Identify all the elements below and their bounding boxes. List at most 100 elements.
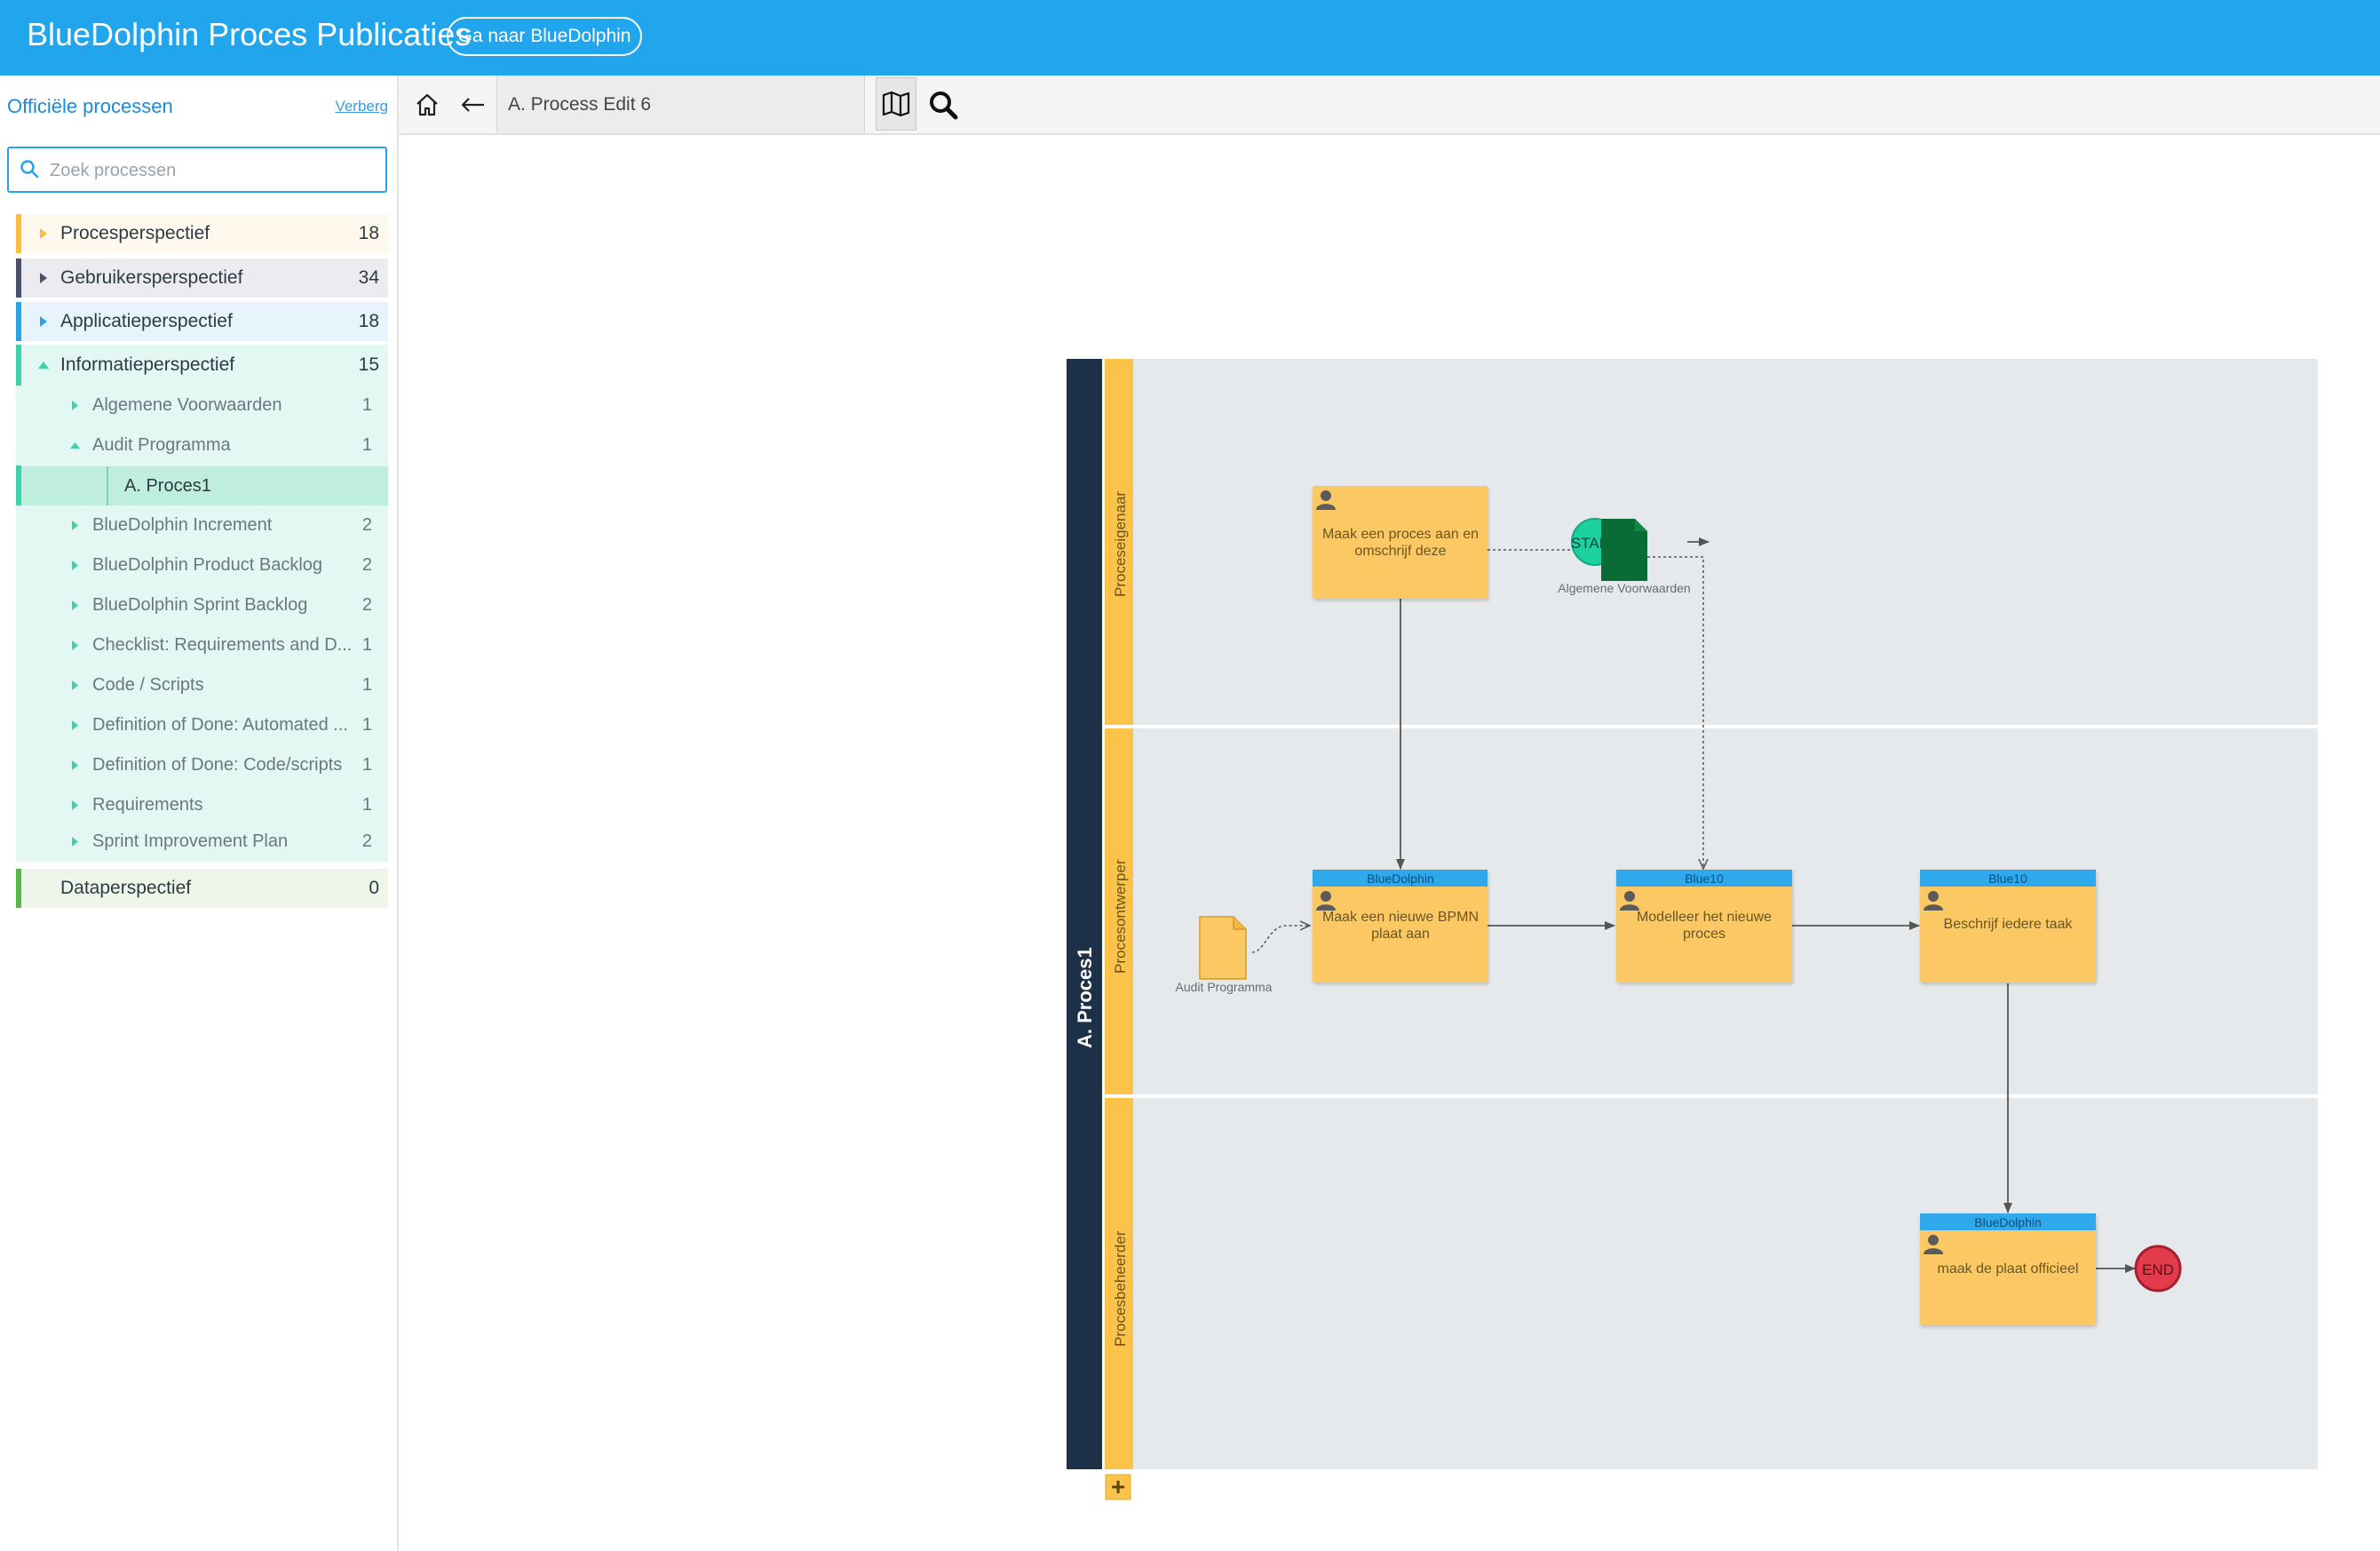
add-lane-button[interactable]: + xyxy=(1105,1473,1131,1500)
tree-item-selected-process[interactable]: A. Proces1 xyxy=(21,466,388,505)
caret-right-icon xyxy=(69,833,80,849)
tree-item-dod-automated[interactable]: Definition of Done: Automated ... 1 xyxy=(16,705,388,745)
task-modelleer-proces[interactable]: Blue10 Modelleer het nieuwe proces xyxy=(1616,870,1792,982)
task-header-label: Blue10 xyxy=(1988,871,2027,886)
document-audit-programma[interactable]: Audit Programma xyxy=(1176,916,1273,994)
caret-right-icon xyxy=(69,677,80,693)
tree-item-checklist-requirements[interactable]: Checklist: Requirements and D... 1 xyxy=(16,625,388,665)
back-button[interactable] xyxy=(452,76,495,133)
task-text: Modelleer het nieuwe xyxy=(1637,910,1772,925)
tree-item-audit-programma[interactable]: Audit Programma 1 xyxy=(16,426,388,465)
tree-item-count: 2 xyxy=(361,595,372,615)
task-text: maak de plaat officieel xyxy=(1938,1261,2079,1277)
tree-category-applicatieperspectief[interactable]: Applicatieperspectief 18 xyxy=(16,302,388,341)
tree-item-label: Requirements xyxy=(92,795,203,815)
task-text: proces xyxy=(1683,927,1726,942)
search-box[interactable] xyxy=(7,147,387,193)
search-icon xyxy=(20,160,39,179)
map-button[interactable] xyxy=(876,77,916,131)
tree-item-count: 1 xyxy=(361,795,372,815)
arrow-left-icon xyxy=(461,97,484,112)
task-maak-officieel[interactable]: BlueDolphin maak de plaat officieel xyxy=(1920,1213,2096,1325)
bpmn-diagram: A. Proces1 Proceseigenaar Procesontwerpe… xyxy=(1067,359,2318,1500)
task-header xyxy=(1920,870,2096,887)
tree-item-label: BlueDolphin Product Backlog xyxy=(92,555,323,575)
tree-category-dataperspectief[interactable]: Dataperspectief 0 xyxy=(16,869,388,908)
tree-item-count: 1 xyxy=(361,675,372,695)
hide-sidebar-link[interactable]: Verberg xyxy=(335,98,388,115)
tree-item-requirements[interactable]: Requirements 1 xyxy=(16,785,388,825)
tree-item-algemene-voorwaarden[interactable]: Algemene Voorwaarden 1 xyxy=(16,386,388,426)
tree-item-count: 2 xyxy=(361,555,372,575)
lane-label: Proceseigenaar xyxy=(1112,491,1129,597)
document-label: Algemene Voorwaarden xyxy=(1558,581,1690,595)
category-count: 0 xyxy=(369,878,379,898)
task-maak-bpmn[interactable]: BlueDolphin Maak een nieuwe BPMN plaat a… xyxy=(1313,870,1488,982)
lane-header-proceseigenaar xyxy=(1105,359,1133,725)
tree-item-count: 1 xyxy=(361,435,372,455)
user-icon xyxy=(1620,891,1639,911)
task-header xyxy=(1313,870,1488,887)
app-title: BlueDolphin Proces Publicaties xyxy=(27,16,472,52)
tree-item-label: A. Proces1 xyxy=(124,476,211,496)
end-event[interactable]: END xyxy=(2134,1245,2182,1292)
tree-item-bluedolphin-product-backlog[interactable]: BlueDolphin Product Backlog 2 xyxy=(16,545,388,585)
tree-item-count: 1 xyxy=(361,755,372,775)
category-label: Dataperspectief xyxy=(60,878,192,898)
tree-category-gebruikersperspectief[interactable]: Gebruikersperspectief 34 xyxy=(16,258,388,298)
task-maak-proces[interactable]: Maak een proces aan en omschrijf deze xyxy=(1313,486,1488,599)
task-header-label: BlueDolphin xyxy=(1974,1215,2042,1229)
sidebar-title: Officiële processen xyxy=(7,95,173,117)
tree-item-label: BlueDolphin Sprint Backlog xyxy=(92,595,308,615)
task-header-label: BlueDolphin xyxy=(1367,871,1434,886)
lane-label: Procesbeheerder xyxy=(1112,1230,1129,1347)
user-icon xyxy=(1316,490,1336,510)
tree-item-label: Checklist: Requirements and D... xyxy=(92,635,353,655)
document-algemene-voorwaarden[interactable]: Algemene Voorwaarden xyxy=(1558,519,1691,595)
home-icon xyxy=(416,93,438,115)
svg-text:+: + xyxy=(1111,1473,1125,1500)
map-icon xyxy=(882,91,910,117)
search-diagram-button[interactable] xyxy=(923,76,964,133)
search-icon xyxy=(930,91,958,119)
tree-category-procesperspectief[interactable]: Procesperspectief 18 xyxy=(16,214,388,253)
caret-right-icon xyxy=(69,517,80,533)
home-button[interactable] xyxy=(406,76,448,133)
category-label: Procesperspectief xyxy=(60,223,210,243)
task-text: omschrijf deze xyxy=(1354,544,1446,559)
tree-item-sprint-improvement-plan[interactable]: Sprint Improvement Plan 2 xyxy=(16,822,388,862)
goto-bluedolphin-button[interactable]: Ga naar BlueDolphin xyxy=(447,17,642,56)
diagram-canvas[interactable]: A. Proces1 Proceseigenaar Procesontwerpe… xyxy=(399,135,2380,1551)
caret-right-icon xyxy=(69,597,80,613)
tree-item-count: 2 xyxy=(361,515,372,535)
caret-right-icon xyxy=(69,757,80,773)
category-count: 15 xyxy=(358,354,379,375)
top-header: BlueDolphin Proces Publicaties Ga naar B… xyxy=(0,0,2380,76)
category-count: 18 xyxy=(358,223,379,243)
user-icon xyxy=(1924,1235,1943,1254)
task-header xyxy=(1616,870,1792,887)
tree-item-label: Audit Programma xyxy=(92,435,231,455)
flow-d2-t2 xyxy=(1251,926,1310,953)
tree-item-code-scripts[interactable]: Code / Scripts 1 xyxy=(16,665,388,705)
task-header xyxy=(1920,1213,2096,1230)
category-count: 18 xyxy=(358,311,379,331)
lane-header-procesontwerper xyxy=(1105,728,1133,1094)
tree-item-label: Code / Scripts xyxy=(92,675,204,695)
caret-down-icon xyxy=(69,437,80,453)
caret-right-icon xyxy=(37,226,50,242)
tree-item-bluedolphin-increment[interactable]: BlueDolphin Increment 2 xyxy=(16,505,388,545)
tree-item-dod-code-scripts[interactable]: Definition of Done: Code/scripts 1 xyxy=(16,745,388,785)
tree-category-informatieperspectief[interactable]: Informatieperspectief 15 xyxy=(16,346,388,385)
tree-item-bluedolphin-sprint-backlog[interactable]: BlueDolphin Sprint Backlog 2 xyxy=(16,585,388,625)
task-beschrijf-taak[interactable]: Blue10 Beschrijf iedere taak xyxy=(1920,870,2096,982)
lane-body-procesbeheerder xyxy=(1133,1098,2318,1469)
caret-down-icon xyxy=(37,357,50,373)
flow-d1-t3 xyxy=(1647,556,1703,869)
breadcrumb: A. Process Edit 6 xyxy=(496,76,865,133)
tree-item-label: Definition of Done: Code/scripts xyxy=(92,755,343,775)
category-label: Applicatieperspectief xyxy=(60,311,233,331)
task-text: Maak een proces aan en xyxy=(1322,527,1479,542)
search-input[interactable] xyxy=(48,154,380,187)
tree-item-label: Definition of Done: Automated ... xyxy=(92,715,348,735)
